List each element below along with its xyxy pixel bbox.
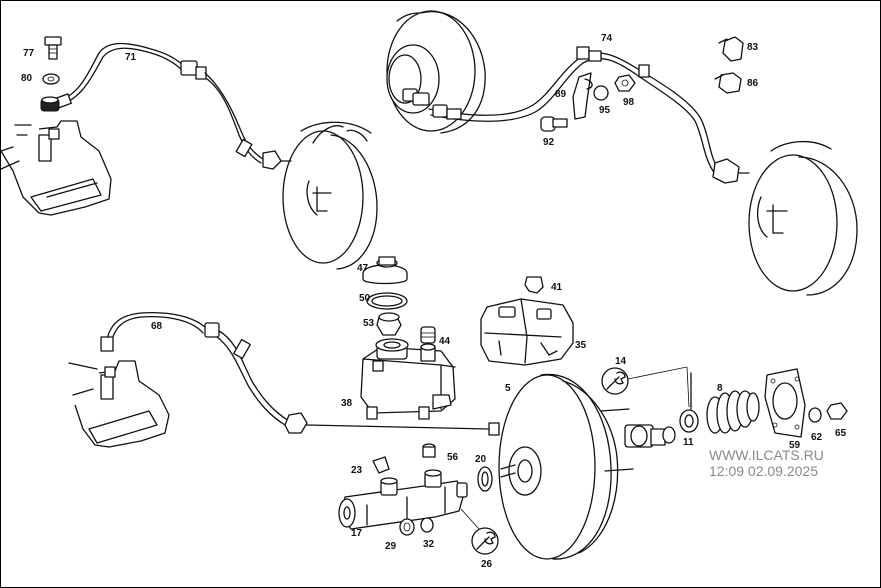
front-right-rotor [748, 140, 858, 296]
part-label-62[interactable]: 62 [811, 432, 823, 443]
brake-booster-5 [488, 373, 676, 560]
part-label-53[interactable]: 53 [363, 318, 375, 329]
part-label-44[interactable]: 44 [439, 336, 451, 347]
part-label-5[interactable]: 5 [505, 383, 511, 394]
pipe-74 [428, 46, 750, 184]
part-label-26[interactable]: 26 [481, 559, 493, 570]
banjo-bolt-77 [40, 36, 62, 112]
part-label-65[interactable]: 65 [835, 428, 847, 439]
master-cylinder-17 [338, 443, 493, 536]
part-label-23[interactable]: 23 [351, 465, 363, 476]
part-label-56[interactable]: 56 [447, 452, 459, 463]
part-label-98[interactable]: 98 [623, 97, 635, 108]
part-label-86[interactable]: 86 [747, 78, 759, 89]
part-label-14[interactable]: 14 [615, 356, 627, 367]
seal-11 [679, 372, 699, 433]
part-label-80[interactable]: 80 [21, 73, 33, 84]
reservoir-35 [480, 276, 574, 366]
part-label-20[interactable]: 20 [475, 454, 487, 465]
part-label-59[interactable]: 59 [789, 440, 801, 451]
watermark-site: WWW.ILCATS.RU [709, 447, 824, 463]
wrench-icon [460, 508, 499, 555]
part-label-29[interactable]: 29 [385, 541, 397, 552]
part-label-41[interactable]: 41 [551, 282, 563, 293]
part-label-83[interactable]: 83 [747, 42, 759, 53]
reservoir-cap-47 [362, 256, 408, 336]
master-cylinder-38 [360, 326, 456, 420]
wrench-icon [601, 366, 690, 408]
hose-68 [100, 311, 490, 434]
part-label-71[interactable]: 71 [125, 52, 137, 63]
part-label-38[interactable]: 38 [341, 398, 353, 409]
part-label-47[interactable]: 47 [357, 263, 369, 274]
part-label-32[interactable]: 32 [423, 539, 435, 550]
part-label-95[interactable]: 95 [599, 105, 611, 116]
clips-83-86 [714, 36, 744, 94]
part-label-17[interactable]: 17 [351, 528, 363, 539]
part-label-77[interactable]: 77 [23, 48, 35, 59]
rear-drum-housing [386, 10, 486, 134]
part-label-35[interactable]: 35 [575, 340, 587, 351]
bracket-89 [540, 72, 636, 132]
part-label-8[interactable]: 8 [717, 383, 723, 394]
front-left-caliper [1, 120, 112, 216]
part-label-50[interactable]: 50 [359, 293, 371, 304]
part-label-89[interactable]: 89 [555, 89, 567, 100]
front-right-caliper [68, 360, 170, 448]
part-label-68[interactable]: 68 [151, 321, 163, 332]
front-left-rotor [282, 121, 378, 270]
boot-8 [706, 390, 760, 434]
part-label-11[interactable]: 11 [683, 437, 694, 448]
watermark: WWW.ILCATS.RU 12:09 02.09.2025 [709, 447, 824, 479]
part-label-74[interactable]: 74 [601, 33, 613, 44]
gasket-59 [764, 368, 848, 438]
part-label-92[interactable]: 92 [543, 137, 555, 148]
watermark-timestamp: 12:09 02.09.2025 [709, 463, 818, 479]
